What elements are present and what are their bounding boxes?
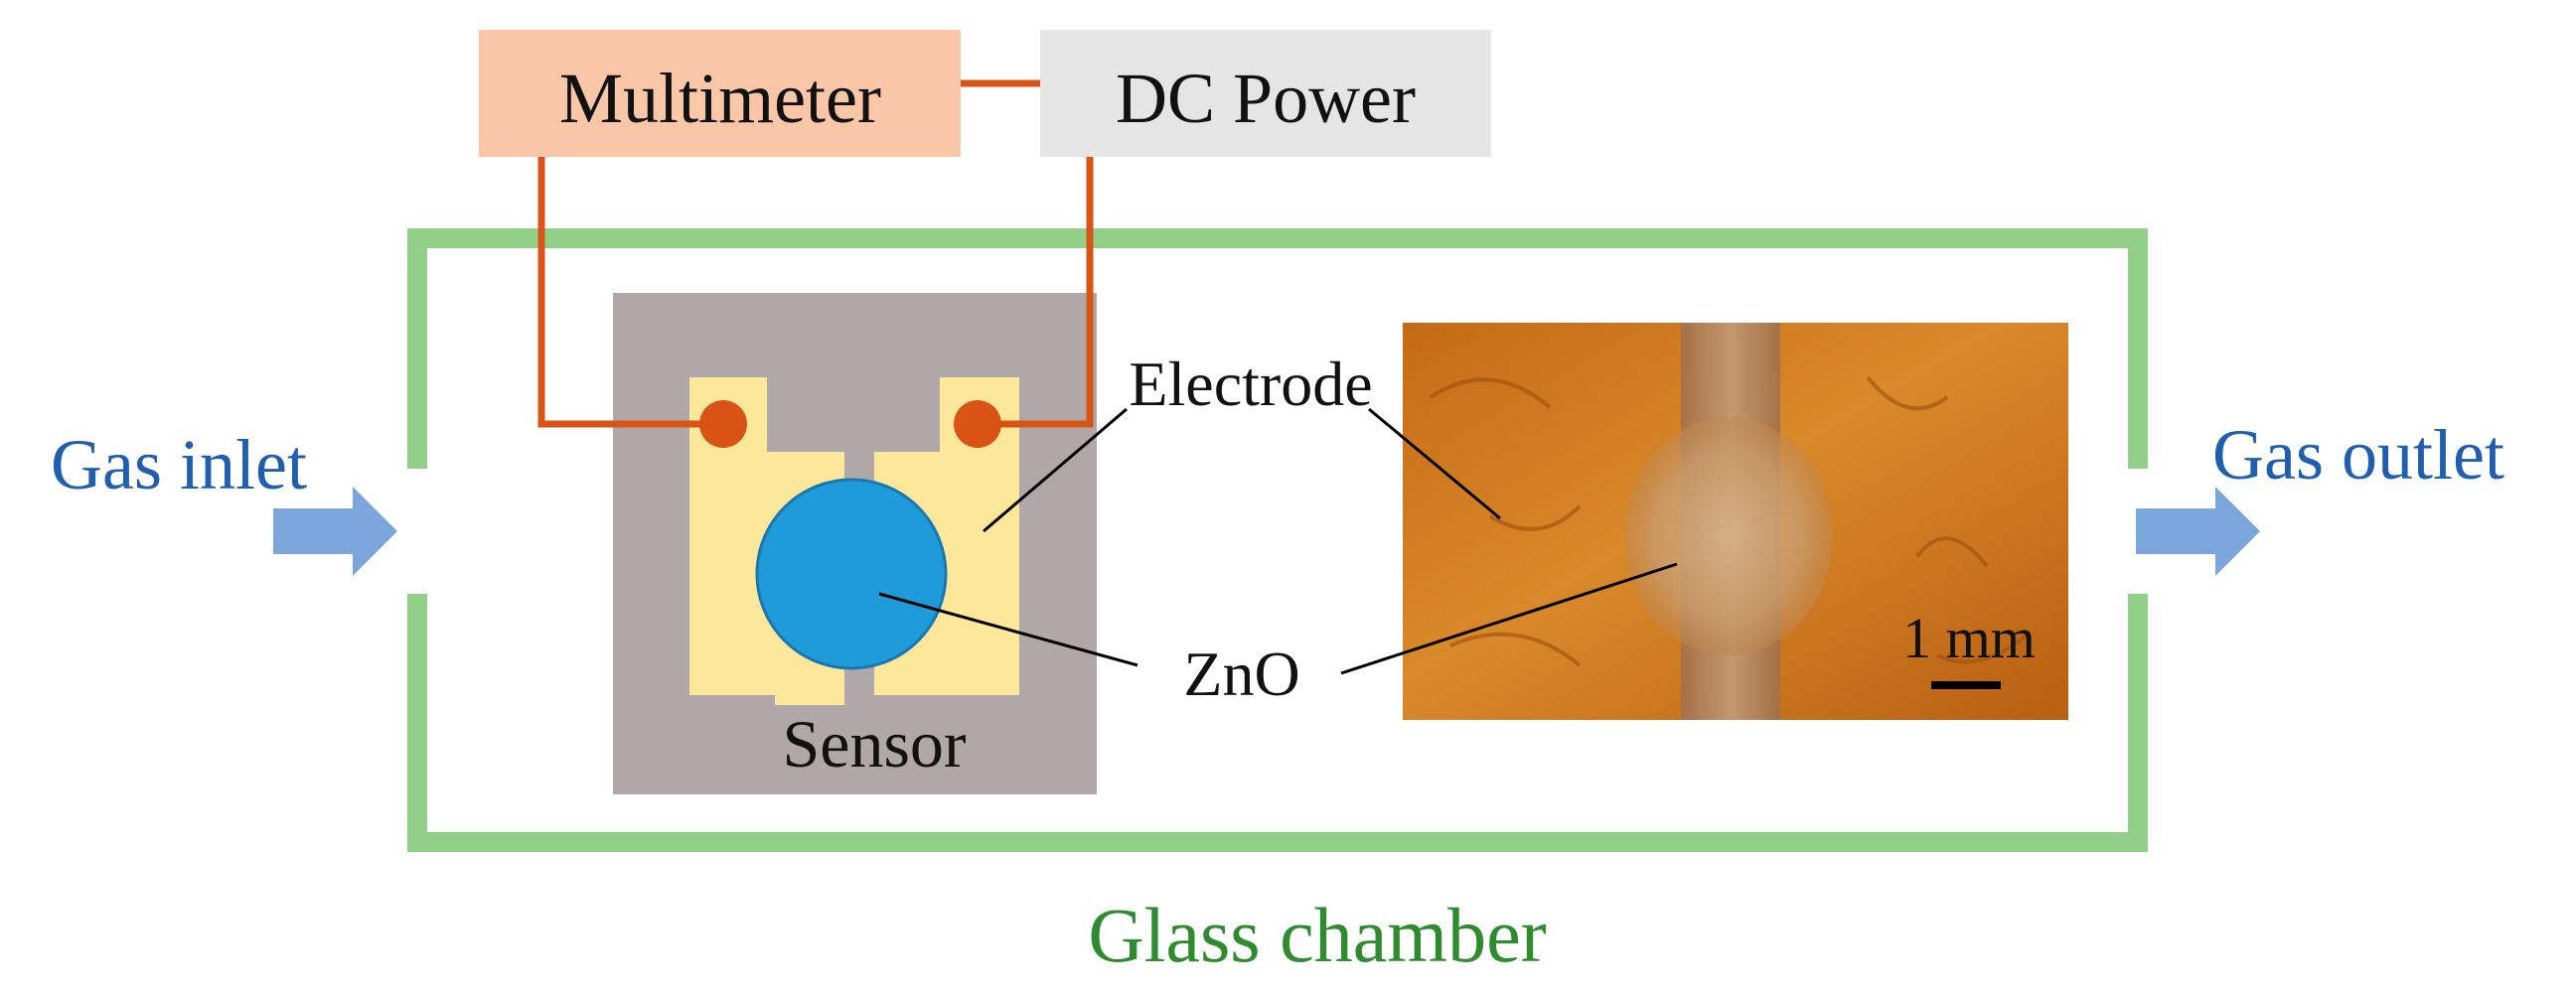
gas-outlet-label: Gas outlet [2212, 415, 2504, 495]
contact-dot-right [954, 400, 1001, 448]
dc-power-label: DC Power [1116, 59, 1416, 138]
gas-inlet-arrow-icon [273, 487, 397, 576]
chamber-top-wall [407, 228, 2148, 248]
glass-chamber-label: Glass chamber [1088, 892, 1546, 978]
wire-multimeter-sensor [537, 157, 723, 428]
photo-zno-spot [1624, 417, 1833, 655]
contact-dot-left [699, 400, 747, 448]
chamber-right-wall-upper [2128, 228, 2148, 469]
leader-zno-photo [1340, 562, 1678, 675]
chamber-left-wall-lower [407, 594, 427, 852]
leader-lines [878, 407, 1678, 675]
chamber-bottom-wall [407, 832, 2148, 852]
chamber-right-wall-lower [2128, 594, 2148, 852]
photo-texture [1429, 375, 2029, 667]
wire-dcpower-sensor [978, 157, 1094, 428]
scale-bar-label: 1 mm [1902, 606, 2036, 670]
leader-electrode-photo [1368, 407, 1501, 520]
zno-label: ZnO [1183, 638, 1299, 709]
chamber-left-wall-upper [407, 228, 427, 469]
zno-disk [755, 478, 948, 670]
sensor-micrograph [1403, 323, 2068, 720]
multimeter-box [479, 30, 961, 157]
glass-chamber [407, 228, 2148, 852]
scale-bar [1931, 681, 2001, 689]
dc-power-box [1040, 30, 1491, 157]
sensor-label: Sensor [782, 706, 966, 781]
gas-inlet-label: Gas inlet [51, 425, 307, 504]
gas-outlet-arrow-icon [2136, 487, 2260, 576]
wires [537, 79, 1094, 428]
electrode-label: Electrode [1129, 349, 1372, 419]
multimeter-label: Multimeter [559, 59, 881, 138]
leader-electrode-sensor [983, 407, 1128, 533]
leader-zno-sensor [878, 592, 1138, 667]
